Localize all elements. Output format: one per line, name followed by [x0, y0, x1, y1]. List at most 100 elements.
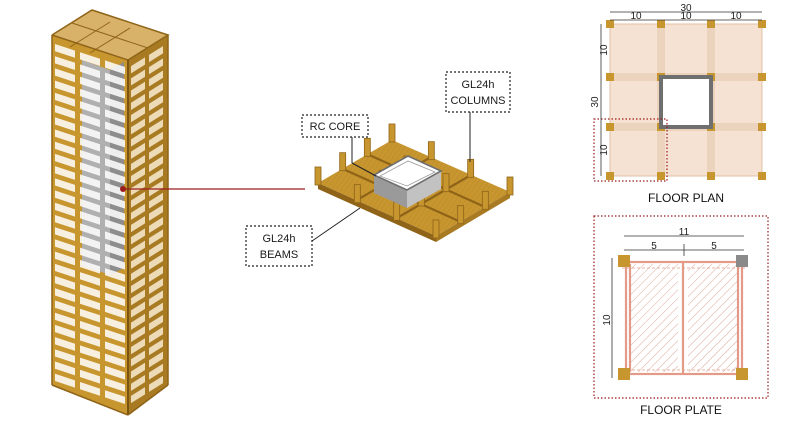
floor-column — [339, 152, 347, 172]
tower-opening — [149, 70, 163, 87]
tower-opening — [131, 179, 145, 196]
tower-opening — [149, 278, 163, 295]
tower-opening — [131, 216, 145, 233]
tower-opening — [55, 129, 75, 144]
tower-opening — [55, 166, 75, 180]
tower-opening — [131, 240, 145, 257]
tower-opening — [131, 301, 145, 318]
tower-opening — [55, 202, 75, 217]
tower-opening — [105, 194, 125, 209]
plate-width: 11 — [679, 227, 690, 238]
floor-plan-caption: FLOOR PLAN — [648, 191, 724, 205]
tower-opening — [105, 353, 125, 368]
tower-opening — [55, 43, 75, 58]
plan-depth-bay-3: 10 — [599, 144, 610, 156]
tower-opening — [131, 265, 145, 281]
plate-half-2: 5 — [711, 241, 717, 252]
tower-pick-point — [120, 186, 126, 192]
rc-core-label: RC CORE — [310, 121, 361, 133]
tower-opening — [105, 145, 125, 160]
tower-opening — [131, 362, 145, 379]
tower-opening — [149, 253, 163, 270]
plan-bay-3: 10 — [730, 11, 742, 22]
tower-opening — [105, 231, 125, 246]
tower-opening — [131, 228, 145, 245]
floor-plan: 30 10 10 10 30 10 10 FLOOR PLAN — [590, 3, 766, 205]
tower-opening — [80, 369, 100, 384]
tower-opening — [80, 52, 100, 67]
tower-opening — [131, 81, 145, 98]
tower-opening — [105, 268, 125, 282]
tower-opening — [80, 272, 100, 286]
columns-label-line2: COLUMNS — [450, 95, 505, 107]
tower-opening — [80, 284, 100, 299]
tower-opening — [80, 137, 100, 152]
tower-opening — [80, 381, 100, 396]
plan-column — [606, 20, 614, 28]
tower-opening — [55, 361, 75, 376]
tower-opening — [55, 324, 75, 339]
tower-opening — [105, 207, 125, 221]
tower-opening — [149, 168, 163, 185]
tower-opening — [149, 204, 163, 221]
tower-opening — [149, 46, 163, 63]
tower-opening — [149, 339, 163, 356]
plan-column — [758, 73, 766, 81]
plan-column — [657, 20, 665, 28]
tower-opening — [55, 300, 75, 315]
tower-opening — [55, 263, 75, 278]
tower-opening — [80, 357, 100, 372]
plan-total-width: 30 — [680, 3, 692, 14]
plate-half-1: 5 — [651, 241, 657, 252]
tower-opening — [55, 153, 75, 168]
tower-opening — [80, 186, 100, 201]
tower-opening — [80, 247, 100, 262]
tower-opening — [131, 118, 145, 135]
tower-opening — [55, 190, 75, 205]
tower-opening — [149, 94, 163, 111]
tower-opening — [149, 290, 163, 307]
floor-plate-caption: FLOOR PLATE — [640, 403, 722, 417]
tower-opening — [105, 182, 125, 197]
plan-depth-bay-1: 10 — [599, 44, 610, 56]
plate-column-br — [736, 368, 748, 380]
tower-opening — [55, 214, 75, 229]
tower-opening — [105, 60, 125, 75]
tower-opening — [131, 277, 145, 294]
tower-opening — [105, 316, 125, 331]
tower-opening — [149, 58, 163, 75]
tower-opening — [80, 223, 100, 238]
tower-opening — [131, 191, 145, 208]
tower-opening — [55, 105, 75, 119]
tower-opening — [55, 251, 75, 266]
floor-column — [506, 176, 514, 196]
tower-opening — [55, 80, 75, 95]
plan-column — [606, 73, 614, 81]
plan-column — [606, 172, 614, 180]
timber-tower-model — [51, 9, 170, 416]
tower-opening — [80, 149, 100, 164]
tower-opening — [80, 162, 100, 176]
floor-column — [353, 184, 361, 204]
floor-column — [442, 173, 450, 193]
tower-opening — [131, 142, 145, 159]
plan-column — [707, 20, 715, 28]
tower-opening — [55, 92, 75, 107]
tower-opening — [105, 255, 125, 270]
isometric-floor-model — [314, 123, 514, 242]
plate-column-tl — [618, 255, 630, 267]
tower-opening — [105, 158, 125, 172]
tower-opening — [105, 109, 125, 124]
tower-opening — [131, 374, 145, 391]
tower-opening — [80, 174, 100, 189]
tower-opening — [80, 210, 100, 225]
tower-opening — [105, 280, 125, 295]
tower-opening — [80, 101, 100, 115]
tower-opening — [80, 88, 100, 103]
tower-opening — [149, 375, 163, 392]
floor-column — [388, 123, 396, 143]
plan-column — [707, 172, 715, 180]
beams-label-line1: GL24h — [262, 233, 295, 245]
tower-opening — [131, 106, 145, 123]
tower-opening — [80, 308, 100, 323]
